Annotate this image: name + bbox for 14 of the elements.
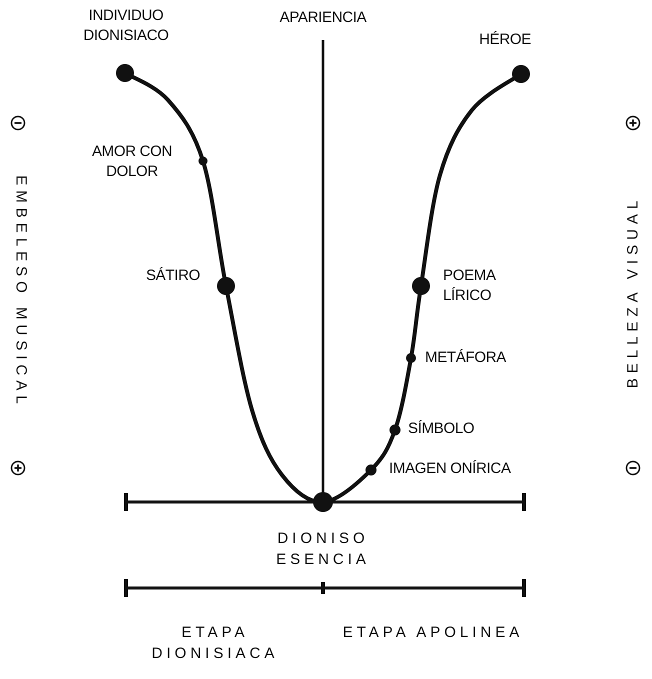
point-label: IMAGEN ONÍRICA <box>389 459 512 479</box>
point-label: AMOR CON DOLOR <box>90 142 174 182</box>
point-label: POEMA LÍRICO <box>443 266 496 306</box>
point-label: SÍMBOLO <box>408 419 476 439</box>
axis-title: EMBELESO MUSICAL <box>11 175 30 409</box>
point-label: METÁFORA <box>425 348 508 368</box>
axis-label: DIONISO ESENCIA <box>275 529 371 570</box>
axis-title: BELLEZA VISUAL <box>624 196 642 388</box>
point-label: INDIVIDUO DIONISIACO <box>82 6 170 46</box>
point-label: SÁTIRO <box>144 266 200 286</box>
axis-label: APARIENCIA <box>278 8 368 28</box>
stage-label: ETAPA DIONISIACA <box>150 623 280 664</box>
stage-label: ETAPA APOLINEA <box>342 623 524 643</box>
point-label: HÉROE <box>478 30 532 50</box>
